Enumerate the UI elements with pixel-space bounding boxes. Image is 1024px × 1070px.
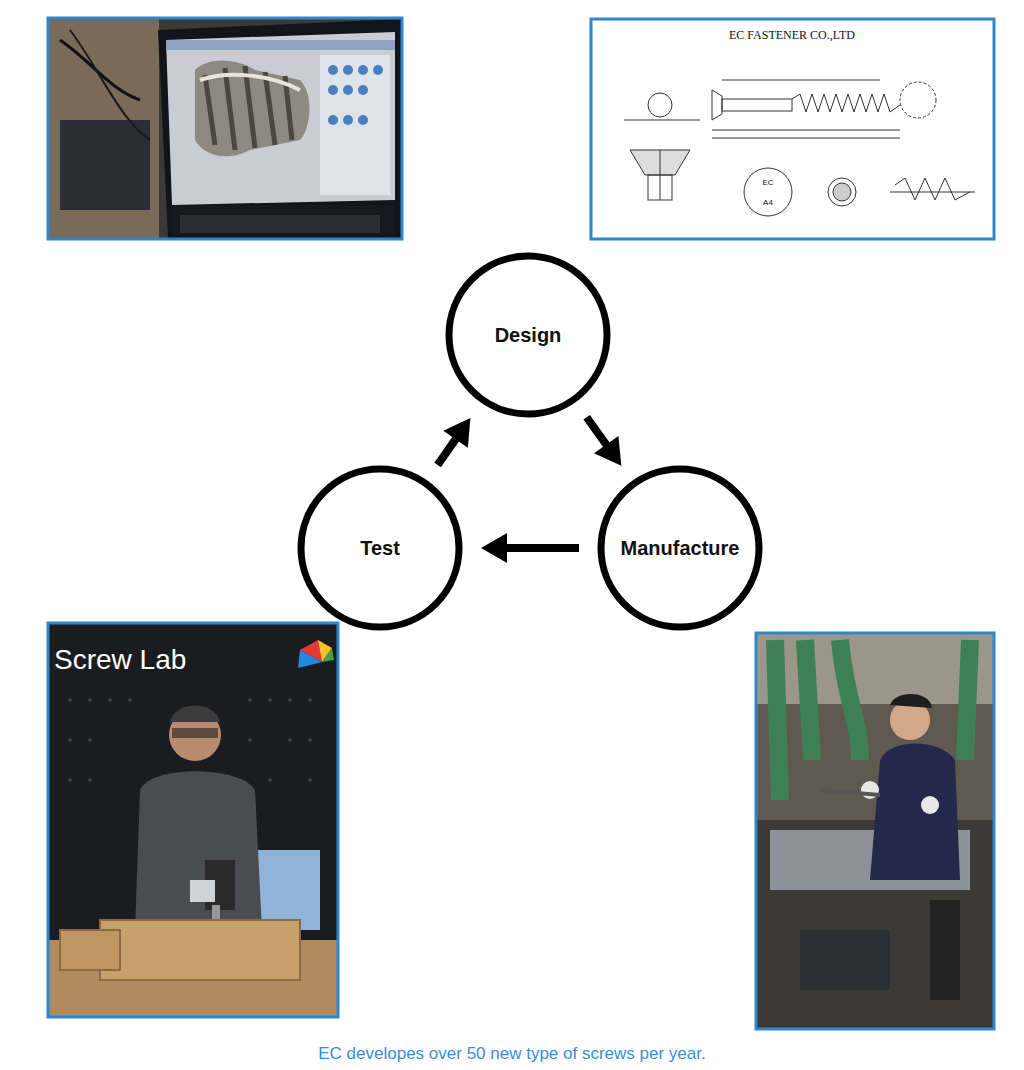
drawing-text: EC FASTENER CO.,LTD xyxy=(729,28,855,43)
technical-drawing xyxy=(591,19,994,239)
node-label: Test xyxy=(360,537,400,560)
process-circle: Design xyxy=(445,252,611,418)
lab-photo xyxy=(48,623,338,1017)
process-circle: Test xyxy=(297,465,463,631)
caption: EC developes over 50 new type of screws … xyxy=(0,1044,1024,1064)
flow-arrow xyxy=(481,533,579,563)
wall-sign: Screw Lab xyxy=(54,644,186,676)
flow-arrow xyxy=(438,418,471,465)
flow-arrow xyxy=(587,417,622,466)
node-label: Manufacture xyxy=(621,537,740,560)
factory-photo xyxy=(756,633,994,1029)
node-label: Design xyxy=(495,324,562,347)
drawing-text: A4 xyxy=(763,198,773,207)
scan-photo xyxy=(48,18,402,239)
drawing-text: EC xyxy=(762,178,773,187)
process-circle: Manufacture xyxy=(597,465,763,631)
